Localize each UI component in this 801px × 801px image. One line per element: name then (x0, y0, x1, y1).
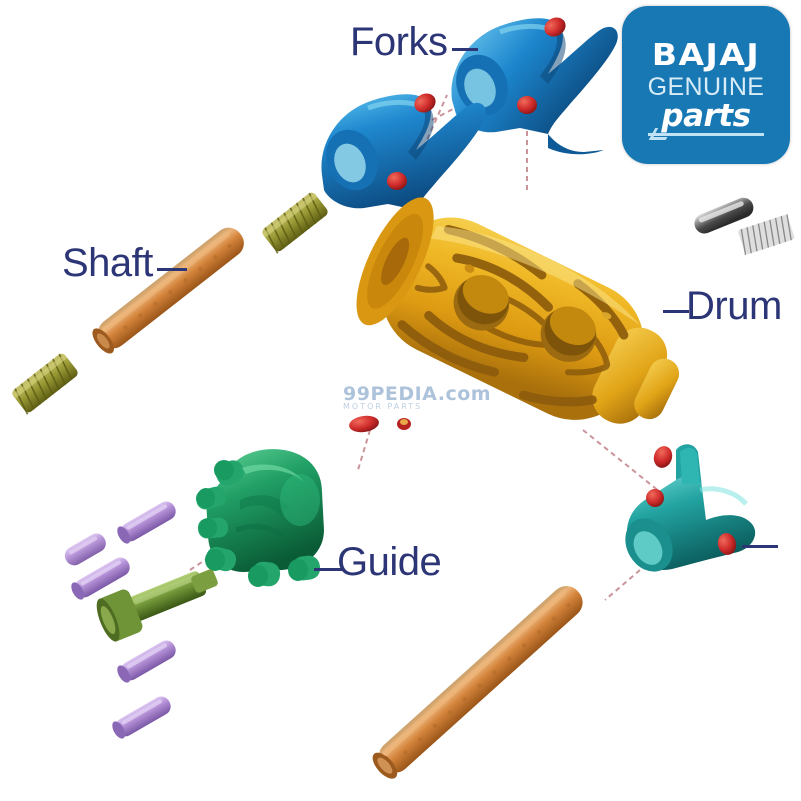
dowel-pin-set (64, 501, 176, 739)
shift-drum-guide (195, 449, 324, 587)
gear-shift-drum (349, 197, 680, 433)
dowel-pin (117, 501, 176, 544)
logo-underline-swoosh (648, 133, 764, 136)
shift-fork-blue-left (321, 93, 486, 231)
shift-fork-blue-right (451, 17, 618, 155)
leader-line-guide (314, 568, 342, 571)
knurled-sleeve (738, 214, 795, 256)
threaded-spring-upper (262, 192, 328, 254)
dowel-pin (71, 557, 130, 600)
fork-shaft-upper (92, 227, 244, 354)
leader-line-teal-fork (742, 545, 778, 548)
callout-label-shaft: Shaft (62, 241, 153, 285)
callout-label-forks: Forks (350, 20, 448, 64)
callout-label-drum: Drum (686, 284, 782, 328)
leader-line-shaft (157, 268, 187, 271)
leader-line-forks (452, 48, 478, 51)
metal-dowel-pin (694, 197, 754, 234)
shift-fork-teal (625, 444, 756, 572)
callout-label-guide: Guide (337, 540, 442, 584)
fork-shaft-lower (372, 585, 583, 779)
leader-line-drum (663, 310, 689, 313)
dowel-pin (112, 696, 171, 739)
dowel-pin (64, 533, 106, 566)
guide-bolt (96, 569, 218, 642)
drum-red-pin (349, 415, 411, 433)
dowel-pin (117, 640, 176, 683)
threaded-spring-lower (12, 353, 78, 415)
logo-genuine-text: GENUINE (647, 73, 765, 101)
bajaj-genuine-parts-logo[interactable]: BAJAJ GENUINE parts (622, 6, 790, 164)
logo-brand-text: BAJAJ (651, 36, 761, 73)
logo-parts-text: parts (661, 98, 751, 134)
